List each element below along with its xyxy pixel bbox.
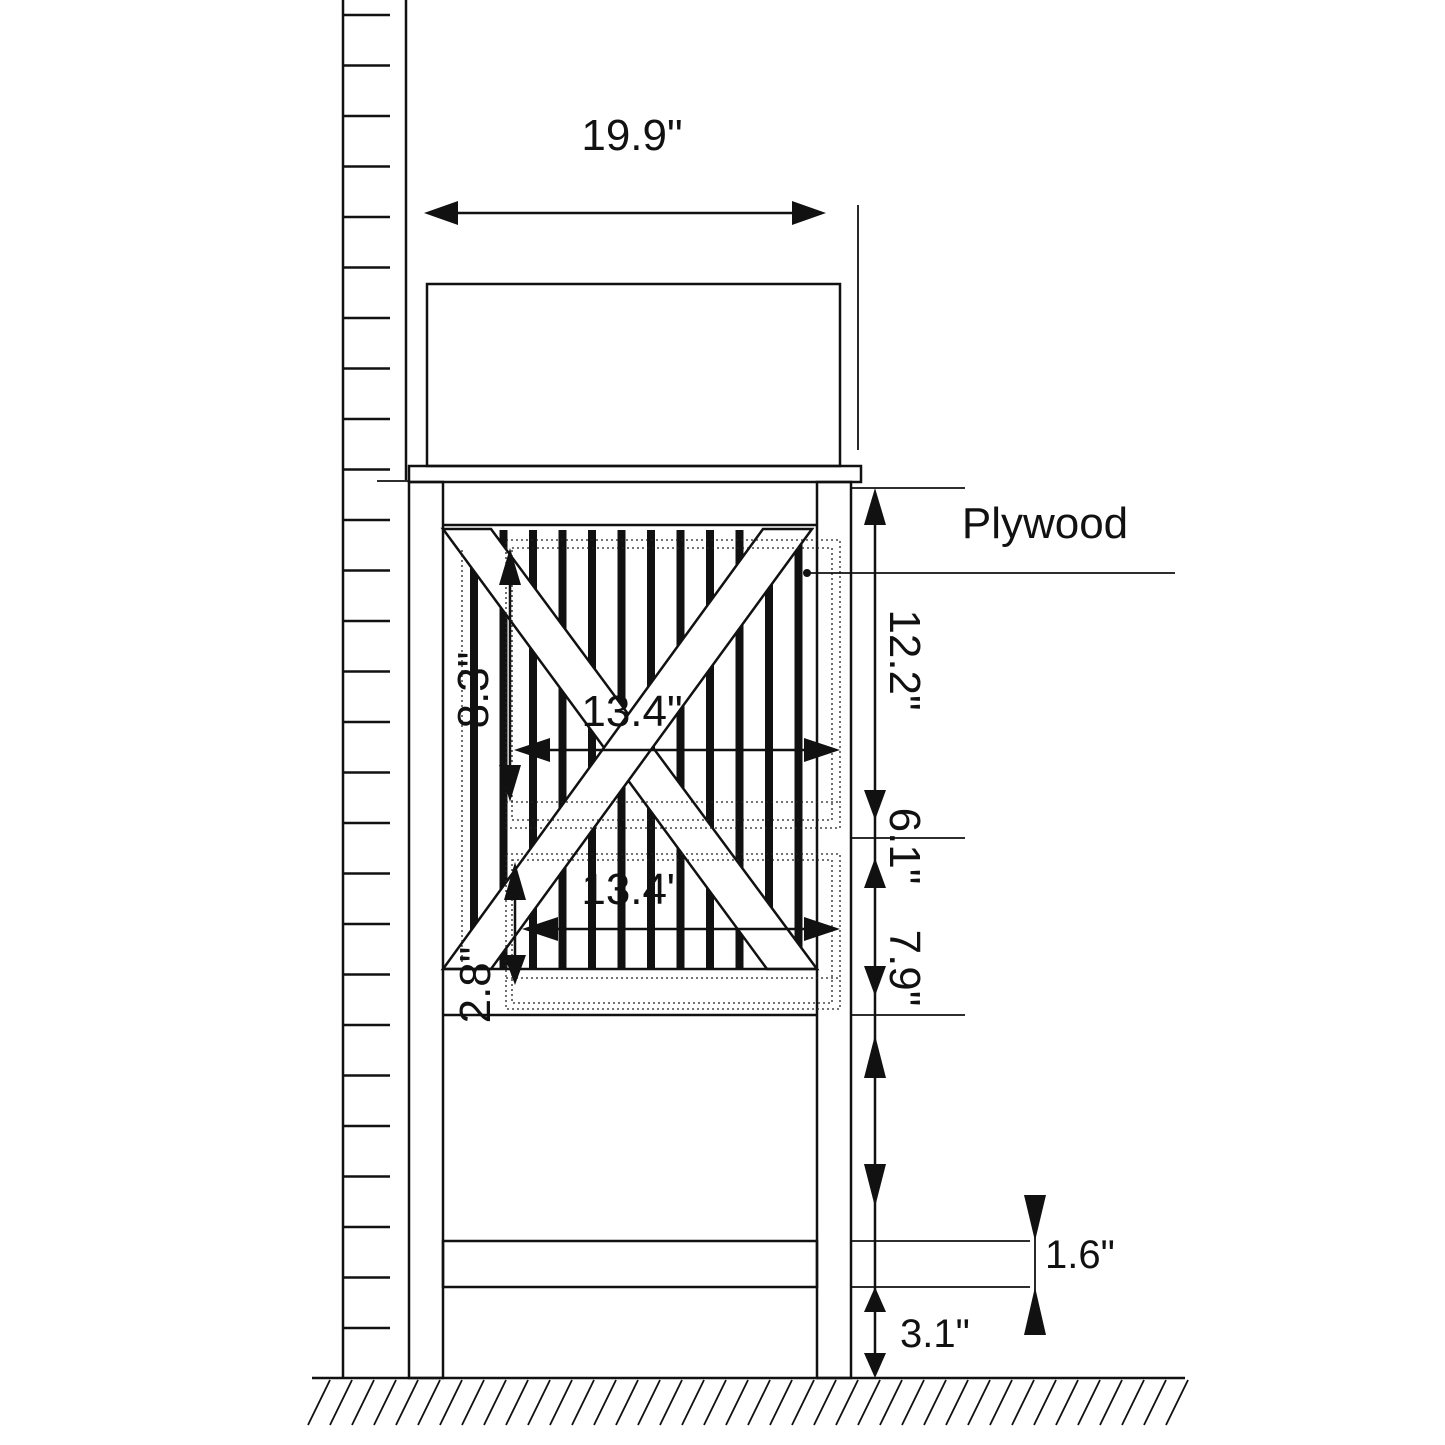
- drawer-width-lower-label: 13.4": [581, 865, 682, 914]
- floor-hatch-line: [527, 1379, 551, 1426]
- floor-hatch-line: [395, 1379, 419, 1426]
- floor-hatch-line: [813, 1379, 837, 1426]
- height-upper-label: 12.2": [880, 609, 929, 710]
- floor-hatch-line: [879, 1379, 903, 1426]
- floor-hatch-line: [967, 1379, 991, 1426]
- floor-hatch-line: [439, 1379, 463, 1426]
- floor-hatch-line: [681, 1379, 705, 1426]
- drawer-width-upper-label: 13.4": [581, 687, 682, 736]
- drawer-outlines: [461, 539, 841, 1010]
- floor-hatch-line: [1143, 1379, 1167, 1426]
- stretcher-dimensions: 1.6" 3.1": [851, 1195, 1115, 1356]
- ruler-ticks: [343, 13, 390, 1330]
- floor-hatch-line: [351, 1379, 375, 1426]
- slat: [470, 530, 478, 968]
- plywood-label: Plywood: [962, 499, 1128, 548]
- floor-hatch-line: [461, 1379, 485, 1426]
- slat: [499, 530, 508, 968]
- stretcher-clearance-label: 3.1": [900, 1312, 970, 1356]
- measuring-ruler: [341, 0, 408, 1378]
- drawer-dimensions: 8.3" 13.4" 2.8" 13.4": [449, 548, 840, 1023]
- floor: [307, 1376, 1189, 1426]
- stretcher-height-label: 1.6": [1045, 1233, 1115, 1277]
- floor-hatch-line: [835, 1379, 859, 1426]
- floor-hatch-line: [1121, 1379, 1145, 1426]
- width-dimension: 19.9": [424, 111, 826, 225]
- floor-hatch-line: [549, 1379, 573, 1426]
- floor-hatch-line: [747, 1379, 771, 1426]
- floor-hatch-line: [791, 1379, 815, 1426]
- floor-hatch-line: [857, 1379, 881, 1426]
- vessel-sink: [425, 282, 842, 468]
- vertical-dimensions-right: 12.2" 6.1" 7.9": [851, 488, 965, 1378]
- height-middle-label: 6.1": [880, 808, 929, 885]
- floor-hatch-line: [1099, 1379, 1123, 1426]
- floor-hatch-line: [945, 1379, 969, 1426]
- floor-hatch-line: [637, 1379, 661, 1426]
- floor-hatch-line: [1033, 1379, 1057, 1426]
- floor-hatch-line: [1011, 1379, 1035, 1426]
- floor-hatch-line: [1055, 1379, 1079, 1426]
- floor-hatch-line: [307, 1379, 331, 1426]
- width-label: 19.9": [581, 111, 682, 160]
- floor-hatch-line: [703, 1379, 727, 1426]
- floor-hatch-line: [769, 1379, 793, 1426]
- floor-hatch-line: [593, 1379, 617, 1426]
- bottom-stretcher: [441, 1239, 819, 1289]
- height-lower-label: 7.9": [880, 930, 929, 1007]
- floor-hatch-line: [505, 1379, 529, 1426]
- floor-hatch-line: [329, 1379, 353, 1426]
- floor-hatch-line: [725, 1379, 749, 1426]
- drawer-height-lower-label: 2.8": [451, 947, 500, 1024]
- floor-hatch-line: [1077, 1379, 1101, 1426]
- plywood-callout: Plywood: [803, 487, 1175, 577]
- floor-hatch-line: [901, 1379, 925, 1426]
- floor-hatch-line: [373, 1379, 397, 1426]
- floor-hatch-line: [615, 1379, 639, 1426]
- floor-hatch-line: [571, 1379, 595, 1426]
- floor-hatch-line: [1165, 1379, 1189, 1426]
- floor-hatch-line: [417, 1379, 441, 1426]
- floor-hatch-line: [923, 1379, 947, 1426]
- drawer-height-label: 8.3": [449, 652, 498, 729]
- floor-hatch-line: [483, 1379, 507, 1426]
- countertop: [407, 464, 863, 484]
- floor-hatch-line: [659, 1379, 683, 1426]
- floor-hatch-line: [989, 1379, 1013, 1426]
